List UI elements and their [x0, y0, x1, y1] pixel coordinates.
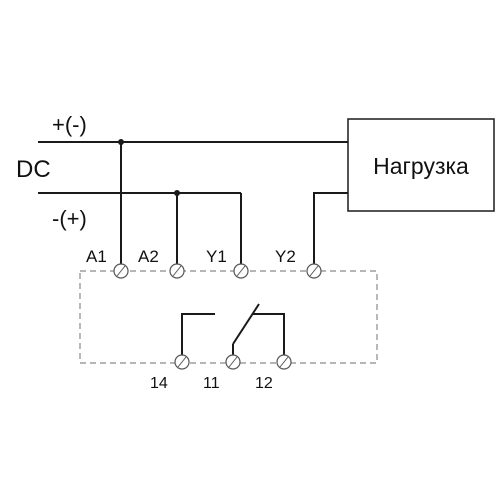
terminal-12-label: 12: [255, 375, 273, 392]
relay-housing-outline: [79, 270, 378, 364]
terminal-a1: [113, 263, 129, 279]
terminal-y1: [233, 263, 249, 279]
load-box: [347, 118, 495, 212]
terminal-11: [225, 354, 241, 370]
negative-polarity-label: -(+): [52, 206, 87, 231]
terminal-y2: [306, 263, 322, 279]
positive-polarity-label: +(-): [52, 112, 87, 137]
contact-11-switch-blade: [232, 303, 260, 345]
terminal-y2-label: Y2: [275, 247, 296, 266]
terminal-a1-label: A1: [86, 247, 107, 266]
wire-load-to-y2: [313, 192, 348, 271]
contact-14-arm: [181, 313, 215, 355]
terminal-14: [174, 354, 190, 370]
terminal-14-label: 14: [150, 375, 168, 392]
junction-dot-negative: [174, 190, 180, 196]
terminal-a2: [169, 263, 185, 279]
contact-12-arm: [252, 313, 285, 355]
junction-dot-positive: [118, 139, 124, 145]
terminal-y1-label: Y1: [206, 247, 227, 266]
terminal-12: [276, 354, 292, 370]
terminal-a2-label: A2: [138, 247, 159, 266]
load-label: Нагрузка: [373, 153, 469, 179]
dc-label: DC: [16, 156, 51, 183]
terminal-11-label: 11: [203, 375, 220, 392]
